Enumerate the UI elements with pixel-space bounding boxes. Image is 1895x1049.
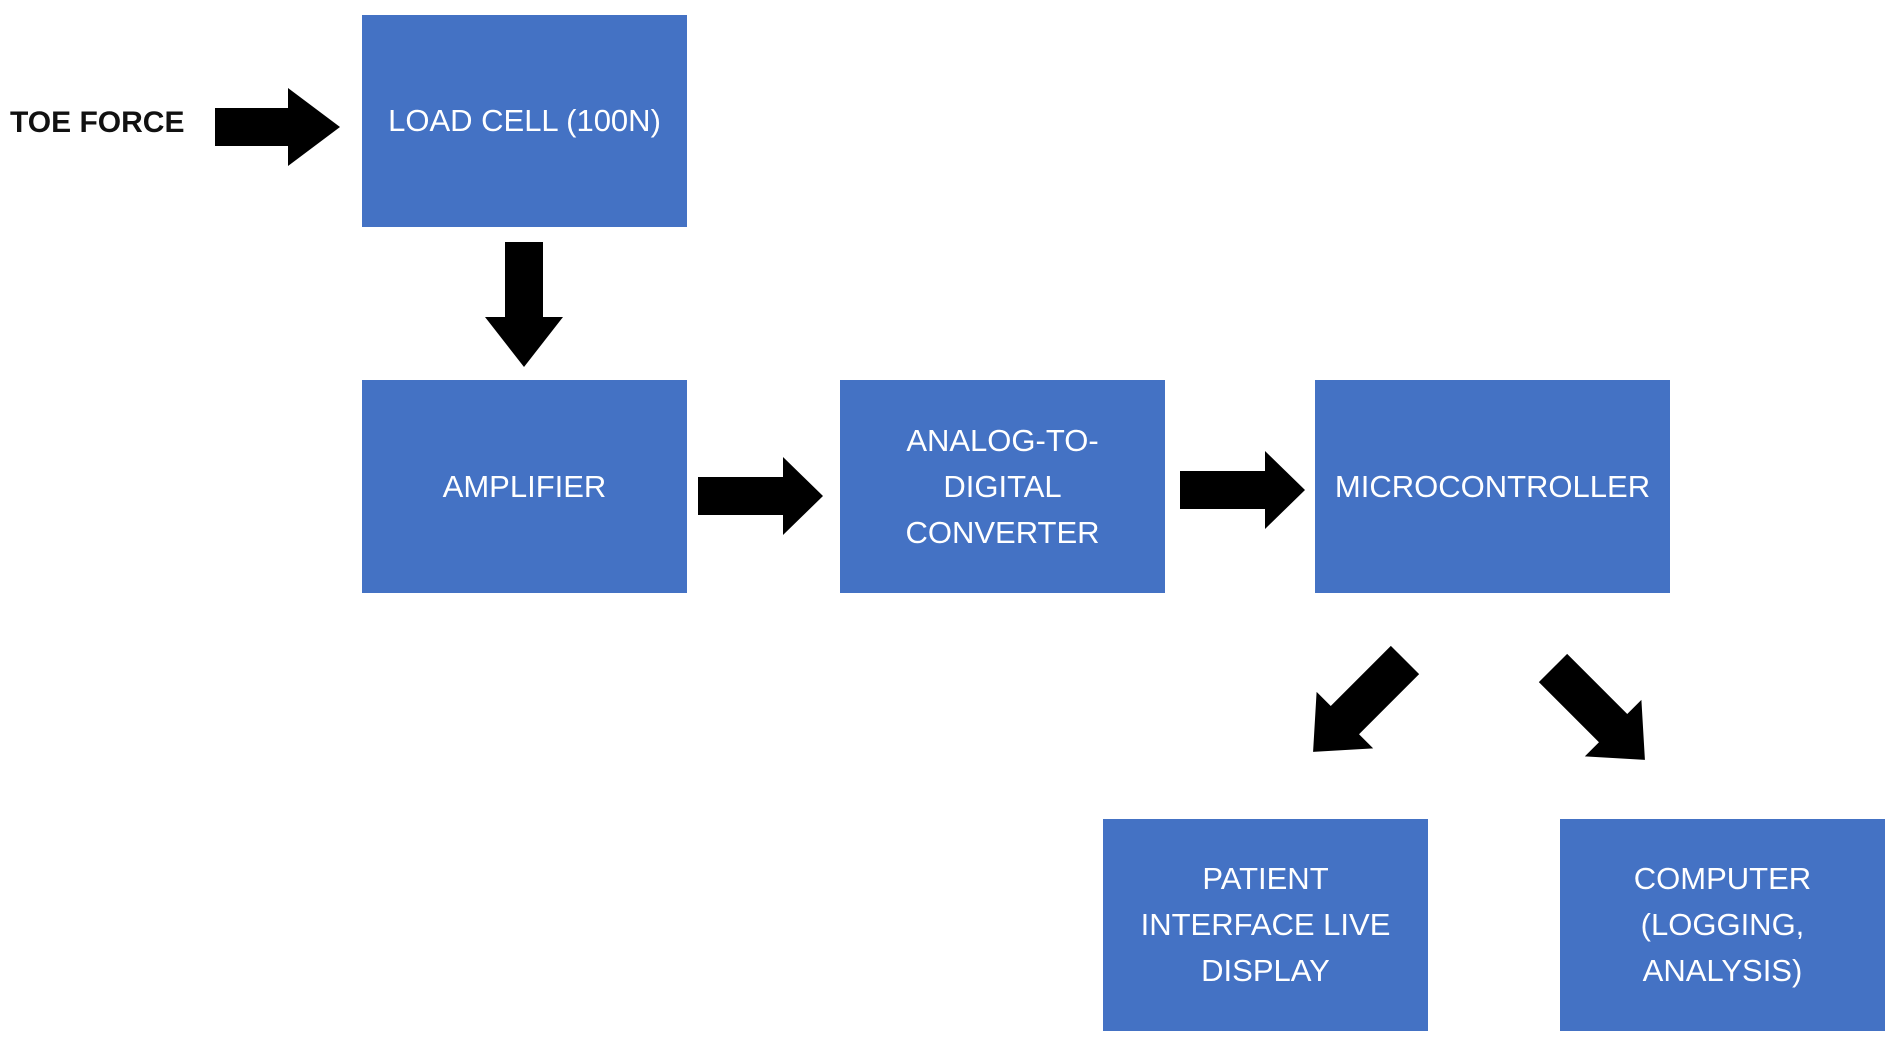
computer-box: COMPUTER (LOGGING, ANALYSIS) [1560, 819, 1885, 1031]
arrow-toe-force-to-load-cell [215, 88, 340, 166]
arrow-microcontroller-to-computer [1538, 653, 1645, 760]
amplifier-box: AMPLIFIER [362, 380, 687, 593]
arrow-amplifier-to-adc [698, 457, 823, 535]
patient-display-box: PATIENT INTERFACE LIVE DISPLAY [1103, 819, 1428, 1031]
load-cell-box: LOAD CELL (100N) [362, 15, 687, 227]
arrow-load-cell-to-amplifier [485, 242, 563, 367]
arrow-adc-to-microcontroller [1180, 451, 1305, 529]
toe-force-label: TOE FORCE [10, 106, 185, 139]
microcontroller-box: MICROCONTROLLER [1315, 380, 1670, 593]
adc-box: ANALOG-TO- DIGITAL CONVERTER [840, 380, 1165, 593]
arrow-microcontroller-to-patient-display [1313, 645, 1420, 752]
